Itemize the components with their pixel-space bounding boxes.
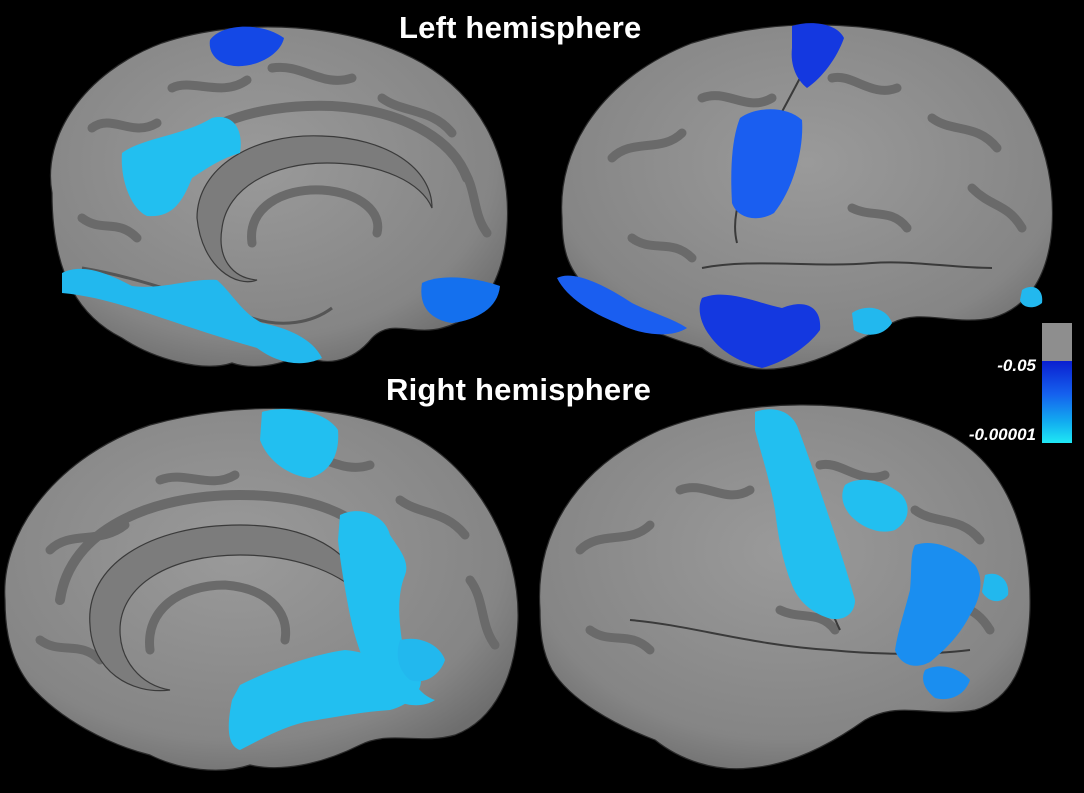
cluster-supramarginal <box>842 479 908 532</box>
cluster-inferior-temporal <box>699 294 821 368</box>
inner-fold <box>145 580 291 655</box>
cluster-temporal-pole <box>557 275 687 335</box>
cluster-paracentral <box>209 26 284 67</box>
cluster-inferior-parietal <box>895 542 981 666</box>
left-hemisphere-medial-view <box>22 18 522 378</box>
cortex-surface <box>538 404 1031 770</box>
right-hemisphere-medial-view <box>0 400 530 782</box>
cluster-lingual <box>62 268 322 364</box>
corpus-callosum <box>89 524 366 692</box>
sulcus-pattern <box>607 72 1027 263</box>
cluster-occipital <box>982 573 1009 602</box>
left-hemisphere-lateral-view <box>552 18 1062 383</box>
cluster-occipital-small <box>852 307 892 335</box>
cluster-posterior-temporal <box>923 666 970 700</box>
right-hemisphere-lateral-view <box>530 400 1035 780</box>
cluster-superior <box>791 23 844 88</box>
p-value-colorbar <box>1042 323 1072 443</box>
left-lateral-brain-svg <box>557 23 1054 370</box>
right-lateral-brain-svg <box>538 404 1031 770</box>
colorbar-nonsignificant-segment <box>1042 323 1072 361</box>
left-hemisphere-title: Left hemisphere <box>399 10 642 45</box>
colorbar-label-top: -0.05 <box>997 356 1036 375</box>
cluster-precentral <box>731 109 803 219</box>
cluster-paracentral <box>260 409 339 478</box>
colorbar-label-bottom: -0.00001 <box>968 425 1036 444</box>
cluster-pre-postcentral <box>755 409 855 620</box>
cluster-lingual <box>228 650 421 750</box>
cluster-frontal-pole <box>421 277 500 323</box>
left-medial-brain-svg <box>50 26 509 368</box>
cluster-parahippocampal <box>397 638 445 682</box>
sylvian-fissure <box>701 261 993 269</box>
right-hemisphere-title: Right hemisphere <box>386 372 652 407</box>
cluster-occipital-pole <box>1020 286 1043 308</box>
sulcus-pattern <box>77 62 492 243</box>
colorbar-gradient-segment <box>1042 361 1072 443</box>
cluster-precuneus <box>121 117 241 217</box>
inner-fold <box>247 185 383 248</box>
corpus-callosum <box>196 135 433 283</box>
cortex-surface <box>561 24 1054 370</box>
right-medial-brain-svg <box>4 407 519 771</box>
